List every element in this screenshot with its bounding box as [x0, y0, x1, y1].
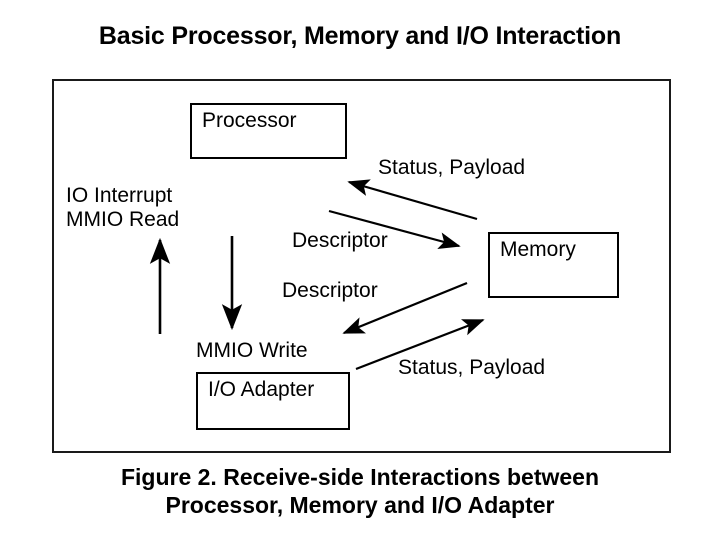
edge-label-mmio-write: MMIO Write [196, 339, 308, 362]
node-io-adapter[interactable]: I/O Adapter [196, 372, 350, 430]
node-processor[interactable]: Processor [190, 103, 347, 159]
edge-label-descriptor-top: Descriptor [292, 229, 388, 252]
edge-label-descriptor-bottom: Descriptor [282, 279, 378, 302]
edge-label-status-payload-top: Status, Payload [378, 156, 526, 179]
edge-label-status-payload-bottom: Status, Payload [398, 356, 546, 379]
figure-caption-line1: Figure 2. Receive-side Interactions betw… [120, 464, 600, 490]
node-memory[interactable]: Memory [488, 232, 619, 298]
page-title: Basic Processor, Memory and I/O Interact… [98, 22, 622, 50]
figure-caption-line2: Processor, Memory and I/O Adapter [165, 492, 555, 518]
node-processor-label: Processor [202, 109, 297, 132]
edge-label-mmio-read: MMIO Read [66, 208, 180, 231]
figure-caption: Figure 2. Receive-side Interactions betw… [0, 463, 720, 519]
node-io-adapter-label: I/O Adapter [208, 378, 315, 401]
edge-label-io-interrupt: IO Interrupt [66, 184, 173, 207]
node-memory-label: Memory [500, 238, 576, 261]
